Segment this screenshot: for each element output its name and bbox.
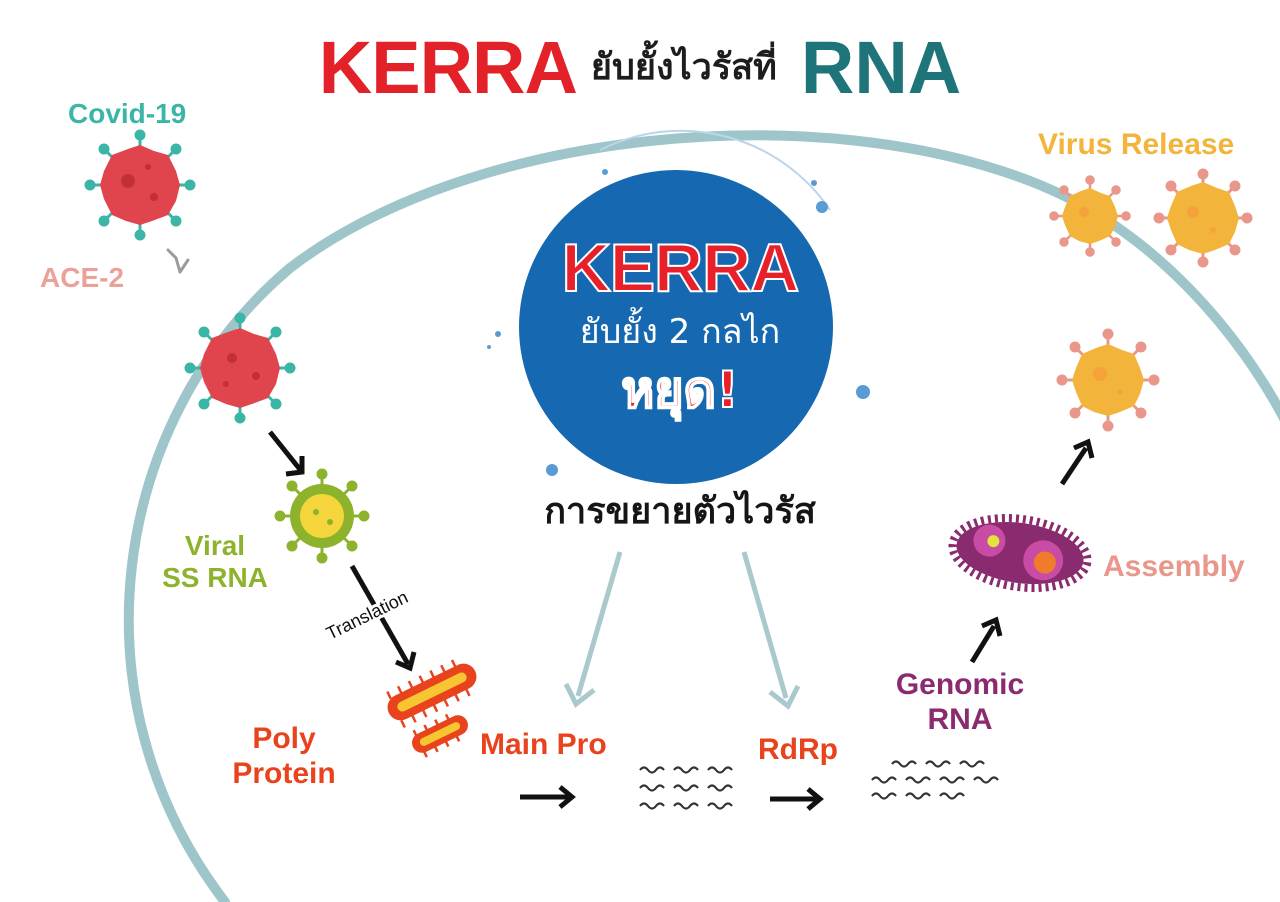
bubble <box>602 169 608 175</box>
label-poly-line2: Protein <box>232 756 336 790</box>
rna-strands-icon <box>639 766 733 810</box>
inhibit-arrow-main-pro-head <box>563 682 596 708</box>
center-stop: หยุด! <box>620 360 740 420</box>
bubble <box>546 464 558 476</box>
label-genomic-line2: RNA <box>927 702 993 736</box>
inhibit-arrow-rdrp <box>741 551 789 699</box>
viral-rna-particle-icon <box>274 468 370 564</box>
center-subtitle: ยับยั้ง 2 กลไก <box>579 312 781 352</box>
kerra-circle <box>519 170 833 484</box>
arrow-to-assembly-head <box>981 616 1003 637</box>
ace2-receptor-icon <box>166 248 190 274</box>
label-viral-line2: SS RNA <box>162 562 268 594</box>
arrow-entry <box>268 430 304 474</box>
bubble <box>811 180 817 186</box>
page-title: KERRA ยับยั้งไวรัสที่ RNA <box>0 28 1280 129</box>
label-genomic-line1: Genomic <box>895 668 1025 701</box>
title-target: RNA <box>800 26 962 109</box>
label-main-pro: Main Pro <box>480 728 607 761</box>
label-covid: Covid-19 <box>68 98 187 129</box>
center-message: KERRA ยับยั้ง 2 กลไก หยุด! <box>510 229 850 422</box>
title-brand: KERRA <box>318 26 578 109</box>
bubble <box>487 345 491 349</box>
arrow-to-genomic-head <box>806 787 824 811</box>
bubble <box>856 385 870 399</box>
poly-protein-icon <box>386 659 477 758</box>
arrow-to-rna-head <box>558 785 576 809</box>
released-virus-icon <box>1153 168 1253 268</box>
circle-outline-arc <box>599 129 831 211</box>
bubble <box>816 201 828 213</box>
virus-in-cell-icon <box>184 312 296 424</box>
bubble <box>495 331 501 337</box>
assembly-particle-icon <box>948 514 1092 592</box>
released-virus-icon <box>1049 175 1131 257</box>
genomic-rna-strands-icon <box>871 760 999 800</box>
title-middle: ยับยั้งไวรัสที่ <box>590 47 777 88</box>
label-assembly: Assembly <box>1103 550 1245 583</box>
arrow-translation <box>349 564 411 666</box>
assembled-virus-icon <box>1056 328 1160 432</box>
arrow-to-release <box>1059 446 1089 486</box>
label-poly-protein: Poly Protein <box>212 722 356 791</box>
inhibit-arrow-main-pro <box>575 551 623 697</box>
label-viral-line1: Viral <box>184 530 246 561</box>
label-genomic-rna: Genomic RNA <box>880 668 1040 737</box>
label-rdrp: RdRp <box>758 733 838 766</box>
inhibit-arrow-rdrp-head <box>768 684 801 710</box>
label-poly-line1: Poly <box>252 722 316 755</box>
center-caption: การขยายตัวไวรัส <box>544 491 816 532</box>
arrow-translation-head <box>395 651 417 672</box>
arrow-to-release-head <box>1073 438 1095 459</box>
label-viral-ss-rna: Viral SS RNA <box>150 530 280 594</box>
cell-membrane <box>123 130 1280 902</box>
arrow-entry-head <box>285 456 305 477</box>
label-ace2: ACE-2 <box>40 262 125 293</box>
arrow-to-assembly <box>969 624 997 664</box>
covid-virus-icon <box>84 129 196 241</box>
center-brand: KERRA <box>561 229 801 307</box>
label-virus-release: Virus Release <box>1038 128 1235 161</box>
